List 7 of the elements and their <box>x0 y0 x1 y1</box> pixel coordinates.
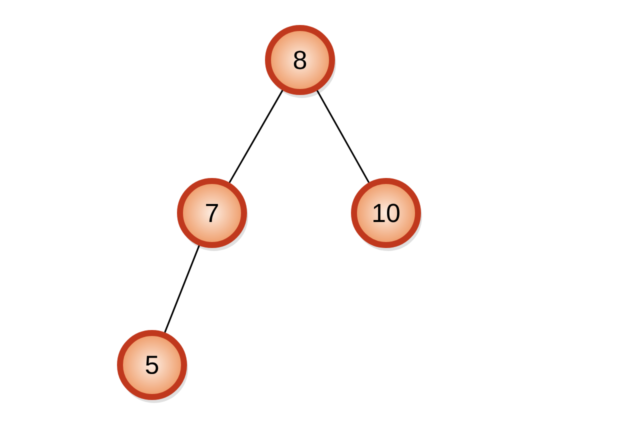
connector-line <box>228 90 284 184</box>
circle-node: 5 <box>117 330 188 403</box>
connector-line <box>164 245 200 333</box>
connector-line <box>316 90 370 183</box>
circle-node: 7 <box>177 178 248 251</box>
circle-node: 10 <box>351 178 422 251</box>
circle-node: 8 <box>265 25 336 98</box>
